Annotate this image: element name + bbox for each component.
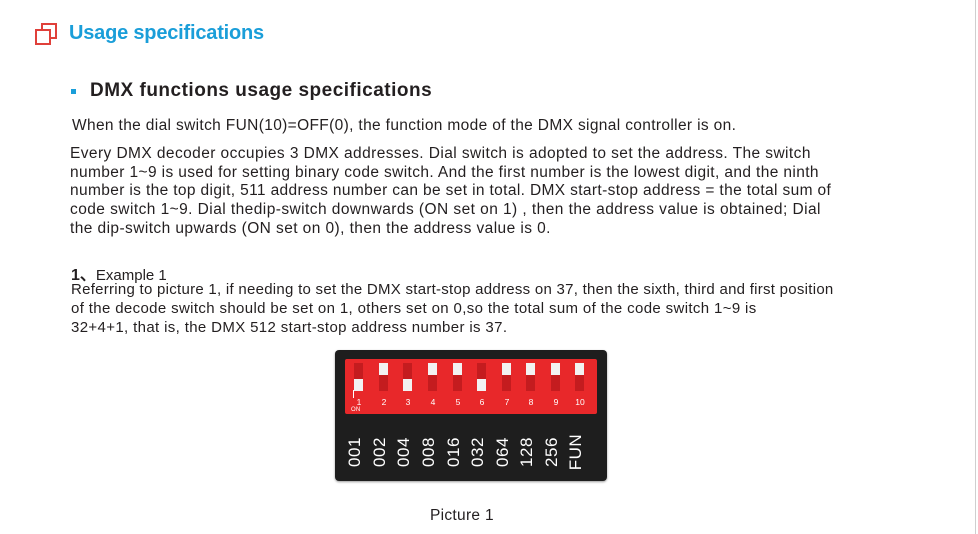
dip-switch-position-label: 6 [479, 397, 485, 407]
bullet-marker [71, 89, 76, 94]
dip-switch-value-cell: 032 [466, 430, 490, 474]
dip-switch-value-cell: 016 [442, 430, 466, 474]
dip-switch-toggle [502, 363, 511, 375]
dip-switch-position-label: 3 [405, 397, 411, 407]
dip-switch-toggle [379, 363, 388, 375]
paragraph-line: number is the top digit, 511 address num… [70, 182, 832, 200]
dip-switch-slot [477, 363, 486, 391]
dip-switch-position-label: 7 [504, 397, 510, 407]
dip-switch-toggle [428, 363, 437, 375]
dip-switch-value-cell: 128 [515, 430, 539, 474]
picture-caption: Picture 1 [430, 507, 494, 524]
dip-switch-slot [453, 363, 462, 391]
on-label: ON [351, 407, 361, 413]
dip-switch-position-label: 1 [356, 397, 362, 407]
on-marker-line [353, 390, 354, 398]
section-title: Usage specifications [69, 22, 264, 44]
paragraph-line: the dip-switch upwards (ON set on 0), th… [70, 219, 551, 237]
dip-switch-value-label: 002 [370, 437, 389, 467]
example-paragraph: Referring to picture 1, if needing to se… [71, 280, 834, 337]
dip-switch-value-label: 128 [517, 437, 536, 467]
dip-switch-toggle [551, 363, 560, 375]
paragraph-line: 32+4+1, that is, the DMX 512 start-stop … [71, 319, 508, 336]
dip-switch-toggle [403, 379, 412, 391]
example-heading: 1、Example 1 [71, 261, 167, 285]
paragraph-line: Referring to picture 1, if needing to se… [71, 281, 834, 298]
dip-switch-toggle [477, 379, 486, 391]
dip-switch-value-cell: 001 [343, 430, 367, 474]
dip-switch-value-label: FUN [566, 433, 585, 471]
dip-switch-position-label: 8 [528, 397, 534, 407]
dip-switch-slot [526, 363, 535, 391]
example-label: Example 1 [95, 267, 167, 284]
dip-switch-slot [354, 363, 363, 391]
dip-switch-slot [575, 363, 584, 391]
dip-switch-value-label: 064 [493, 437, 512, 467]
dip-switch-value-label: 016 [444, 437, 463, 467]
dip-switch-toggle [354, 379, 363, 391]
dip-switch-slot [502, 363, 511, 391]
fun-mode-paragraph: When the dial switch FUN(10)=OFF(0), the… [72, 117, 737, 134]
dip-switch-value-label: 008 [419, 437, 438, 467]
dip-switch-value-cell: 002 [368, 430, 392, 474]
dip-switch-value-cell: FUN [564, 430, 588, 474]
dip-switch-value-label: 004 [394, 437, 413, 467]
dip-switch-position-label: 2 [381, 397, 387, 407]
dip-switch-slot [428, 363, 437, 391]
dip-switch-toggle [575, 363, 584, 375]
dip-switch-position-label: 9 [553, 397, 559, 407]
subsection-title: DMX functions usage specifications [90, 80, 433, 101]
copy-pages-icon [35, 23, 57, 45]
dip-switch-value-cell: 256 [540, 430, 564, 474]
dip-switch-value-label: 001 [345, 437, 364, 467]
dip-switch-slot [403, 363, 412, 391]
paragraph-line: Every DMX decoder occupies 3 DMX address… [70, 145, 811, 162]
dip-switch-value-cell: 064 [491, 430, 515, 474]
dip-switch-position-label: 5 [455, 397, 461, 407]
dip-switch-slot [551, 363, 560, 391]
dip-switch-value-label: 256 [542, 437, 561, 467]
dip-switch-toggle [453, 363, 462, 375]
dip-switch-value-label: 032 [468, 437, 487, 467]
dip-switch-toggle [526, 363, 535, 375]
paragraph-line: code switch 1~9. Dial thedip-switch down… [70, 201, 821, 219]
dip-switch-value-cell: 008 [417, 430, 441, 474]
dip-switch-panel: ON 1 2 3 4 5 6 7 8 9 10 [345, 359, 597, 414]
dip-switch-value-cell: 004 [392, 430, 416, 474]
page-edge-rule [975, 0, 976, 534]
dip-switch-position-label: 4 [430, 397, 436, 407]
dip-switch-slot [379, 363, 388, 391]
example-number: 1、 [71, 267, 96, 284]
paragraph-line: number 1~9 is used for setting binary co… [70, 163, 819, 181]
paragraph-line: of the decode switch should be set on 1,… [71, 300, 757, 317]
dip-switch-picture: ON 1 2 3 4 5 6 7 8 9 10 001 002 004 008 016 032 064 128 2… [335, 350, 607, 481]
address-paragraph: Every DMX decoder occupies 3 DMX address… [70, 145, 831, 239]
dip-switch-position-label: 10 [575, 397, 585, 407]
